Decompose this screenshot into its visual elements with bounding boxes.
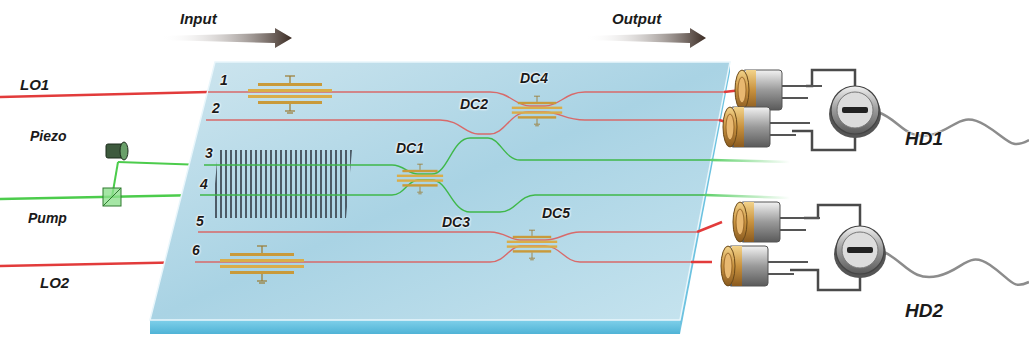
callout-label: HD2	[905, 300, 943, 322]
callout-label: 1	[220, 72, 228, 89]
callout-label: DC3	[442, 214, 470, 231]
callout-label: Input	[180, 10, 217, 28]
callout-label: 4	[200, 176, 208, 193]
callout-label: 2	[212, 100, 220, 117]
callout-label: 6	[192, 242, 200, 259]
callout-label: DC2	[460, 96, 488, 113]
callout-label: Output	[612, 10, 661, 28]
callout-label: Piezo	[30, 128, 67, 145]
callout-label: HD1	[905, 128, 943, 150]
callout-label: LO2	[40, 274, 69, 292]
callout-label: DC5	[542, 205, 570, 222]
callout-label: Pump	[28, 210, 67, 227]
callout-label: DC1	[396, 140, 424, 157]
callout-label: LO1	[20, 76, 49, 94]
callout-label: DC4	[520, 70, 548, 87]
callout-label: 3	[205, 145, 213, 162]
callout-label: 5	[196, 213, 204, 230]
